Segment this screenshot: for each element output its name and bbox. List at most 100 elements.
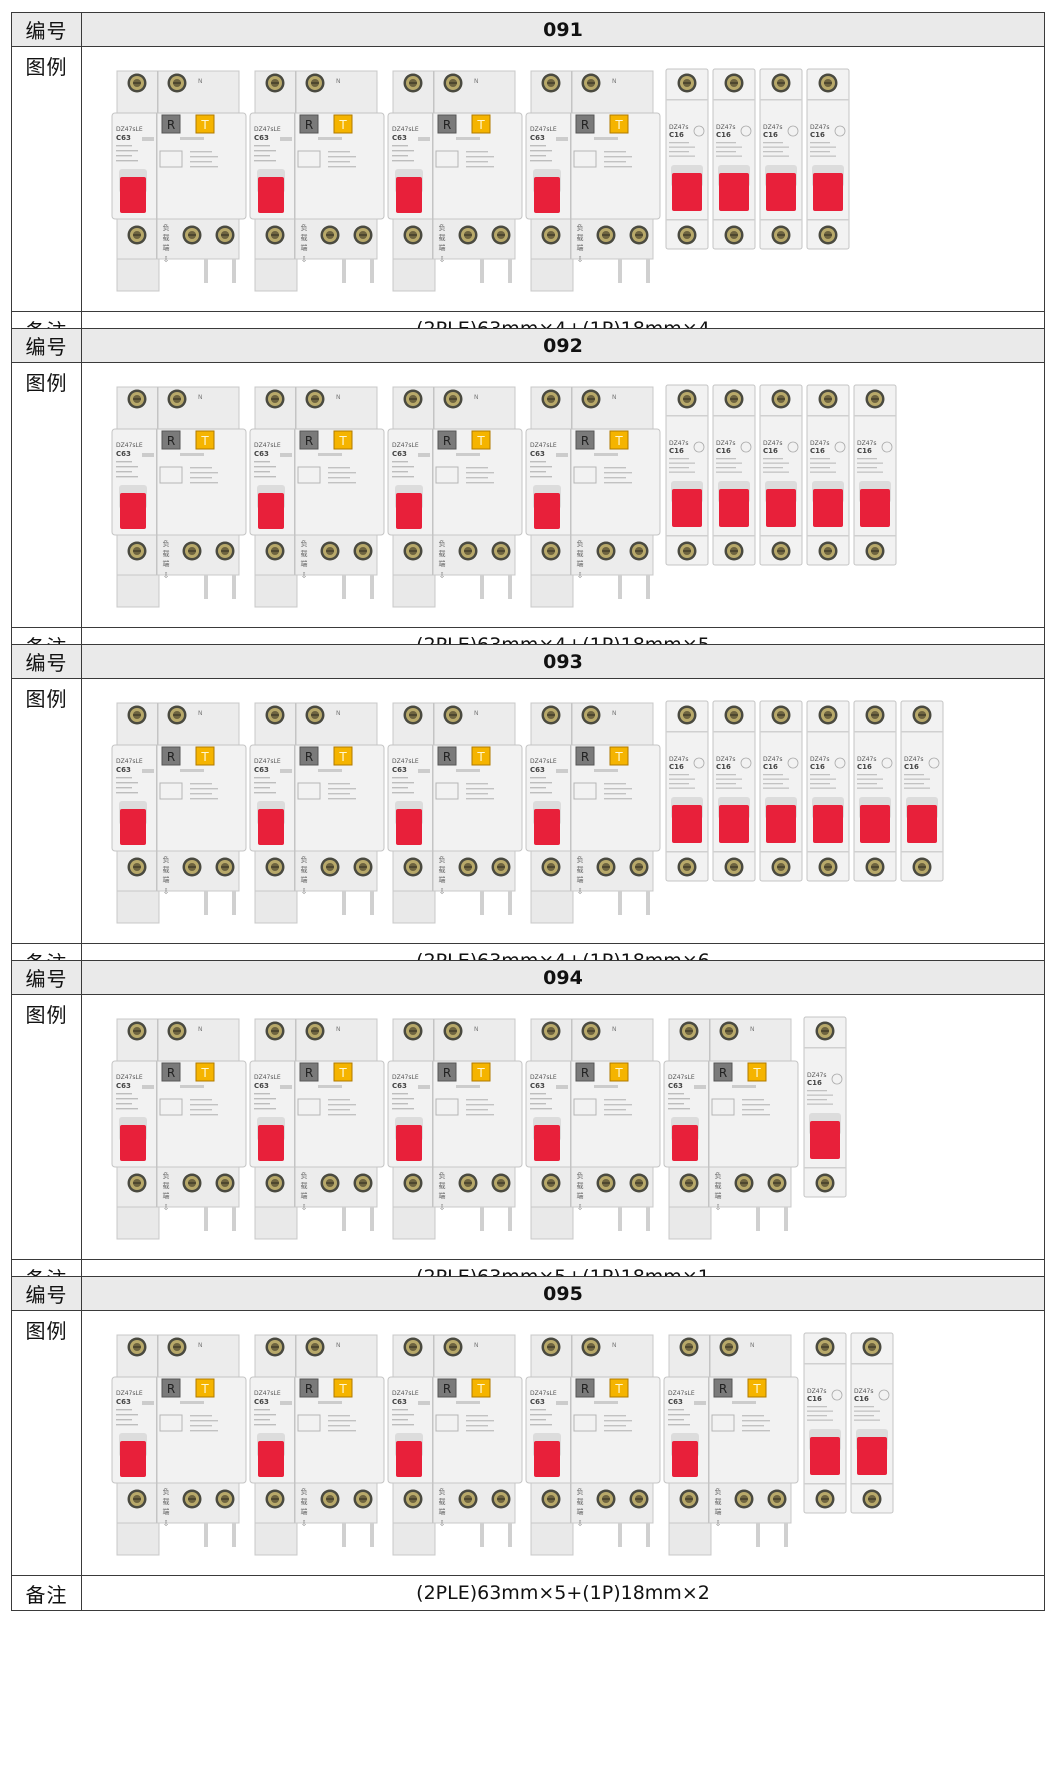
toggle-handle[interactable] <box>258 177 284 213</box>
test-button[interactable]: T <box>609 430 629 450</box>
reset-button[interactable]: R <box>161 430 181 450</box>
toggle-handle[interactable] <box>258 1441 284 1477</box>
test-button[interactable]: T <box>609 1378 629 1398</box>
test-button[interactable]: T <box>333 746 353 766</box>
reset-button[interactable]: R <box>299 1378 319 1398</box>
svg-text:⇩: ⇩ <box>577 1203 584 1212</box>
model-label: DZ47s <box>807 1388 827 1395</box>
reset-button[interactable]: R <box>161 1378 181 1398</box>
reset-button[interactable]: R <box>161 1062 181 1082</box>
reset-button[interactable]: R <box>437 1378 457 1398</box>
toggle-handle[interactable] <box>120 1441 146 1477</box>
terminal-screw-icon <box>127 705 147 725</box>
toggle-handle[interactable] <box>766 805 796 843</box>
toggle-handle[interactable] <box>534 493 560 529</box>
legend-label: 图例 <box>11 678 82 944</box>
test-button[interactable]: T <box>195 114 215 134</box>
toggle-handle[interactable] <box>534 809 560 845</box>
test-button[interactable]: T <box>609 1062 629 1082</box>
toggle-handle[interactable] <box>258 809 284 845</box>
terminal-screw-icon <box>215 1489 235 1509</box>
reset-button[interactable]: R <box>161 114 181 134</box>
test-button[interactable]: T <box>471 1062 491 1082</box>
toggle-handle[interactable] <box>672 489 702 527</box>
reset-letter: R <box>167 1066 175 1080</box>
reset-button[interactable]: R <box>437 430 457 450</box>
toggle-handle[interactable] <box>396 493 422 529</box>
test-button[interactable]: T <box>747 1378 767 1398</box>
toggle-handle[interactable] <box>120 493 146 529</box>
toggle-handle[interactable] <box>258 493 284 529</box>
toggle-handle[interactable] <box>258 1125 284 1161</box>
test-button[interactable]: T <box>747 1062 767 1082</box>
toggle-handle[interactable] <box>813 805 843 843</box>
terminal-screw-icon <box>491 1173 511 1193</box>
test-button[interactable]: T <box>471 746 491 766</box>
reset-button[interactable]: R <box>575 746 595 766</box>
toggle-handle[interactable] <box>672 805 702 843</box>
toggle-handle[interactable] <box>813 489 843 527</box>
toggle-handle[interactable] <box>857 1437 887 1475</box>
toggle-handle[interactable] <box>120 1125 146 1161</box>
test-button[interactable]: T <box>333 114 353 134</box>
toggle-handle[interactable] <box>396 177 422 213</box>
toggle-handle[interactable] <box>672 173 702 211</box>
reset-button[interactable]: R <box>575 430 595 450</box>
toggle-handle[interactable] <box>810 1437 840 1475</box>
reset-button[interactable]: R <box>713 1062 733 1082</box>
toggle-handle[interactable] <box>860 489 890 527</box>
reset-button[interactable]: R <box>299 430 319 450</box>
reset-button[interactable]: R <box>437 1062 457 1082</box>
toggle-handle[interactable] <box>860 805 890 843</box>
terminal-screw-icon <box>265 389 285 409</box>
toggle-handle[interactable] <box>672 1125 698 1161</box>
toggle-handle[interactable] <box>672 1441 698 1477</box>
reset-button[interactable]: R <box>299 1062 319 1082</box>
test-button[interactable]: T <box>609 746 629 766</box>
toggle-handle[interactable] <box>907 805 937 843</box>
toggle-handle[interactable] <box>396 1441 422 1477</box>
toggle-handle[interactable] <box>719 173 749 211</box>
reset-button[interactable]: R <box>161 746 181 766</box>
toggle-handle[interactable] <box>120 177 146 213</box>
reset-button[interactable]: R <box>575 1062 595 1082</box>
test-letter: T <box>200 1382 209 1396</box>
reset-button[interactable]: R <box>437 114 457 134</box>
test-button[interactable]: T <box>471 114 491 134</box>
test-button[interactable]: T <box>333 1378 353 1398</box>
test-button[interactable]: T <box>195 1378 215 1398</box>
toggle-handle[interactable] <box>719 489 749 527</box>
toggle-handle[interactable] <box>534 177 560 213</box>
toggle-handle[interactable] <box>766 173 796 211</box>
test-button[interactable]: T <box>195 1062 215 1082</box>
reset-button[interactable]: R <box>713 1378 733 1398</box>
reset-button[interactable]: R <box>575 114 595 134</box>
toggle-handle[interactable] <box>810 1121 840 1159</box>
test-button[interactable]: T <box>471 430 491 450</box>
toggle-handle[interactable] <box>396 1125 422 1161</box>
reset-letter: R <box>167 434 175 448</box>
test-letter: T <box>476 1066 485 1080</box>
toggle-handle[interactable] <box>766 489 796 527</box>
toggle-handle[interactable] <box>396 809 422 845</box>
test-button[interactable]: T <box>195 430 215 450</box>
test-button[interactable]: T <box>195 746 215 766</box>
test-button[interactable]: T <box>333 430 353 450</box>
toggle-handle[interactable] <box>534 1125 560 1161</box>
toggle-handle[interactable] <box>534 1441 560 1477</box>
reset-button[interactable]: R <box>437 746 457 766</box>
reset-button[interactable]: R <box>299 746 319 766</box>
test-button[interactable]: T <box>609 114 629 134</box>
toggle-handle[interactable] <box>813 173 843 211</box>
svg-text:端: 端 <box>577 875 584 884</box>
reset-button[interactable]: R <box>575 1378 595 1398</box>
toggle-handle[interactable] <box>120 809 146 845</box>
reset-button[interactable]: R <box>299 114 319 134</box>
toggle-handle[interactable] <box>719 805 749 843</box>
test-button[interactable]: T <box>333 1062 353 1082</box>
test-button[interactable]: T <box>471 1378 491 1398</box>
